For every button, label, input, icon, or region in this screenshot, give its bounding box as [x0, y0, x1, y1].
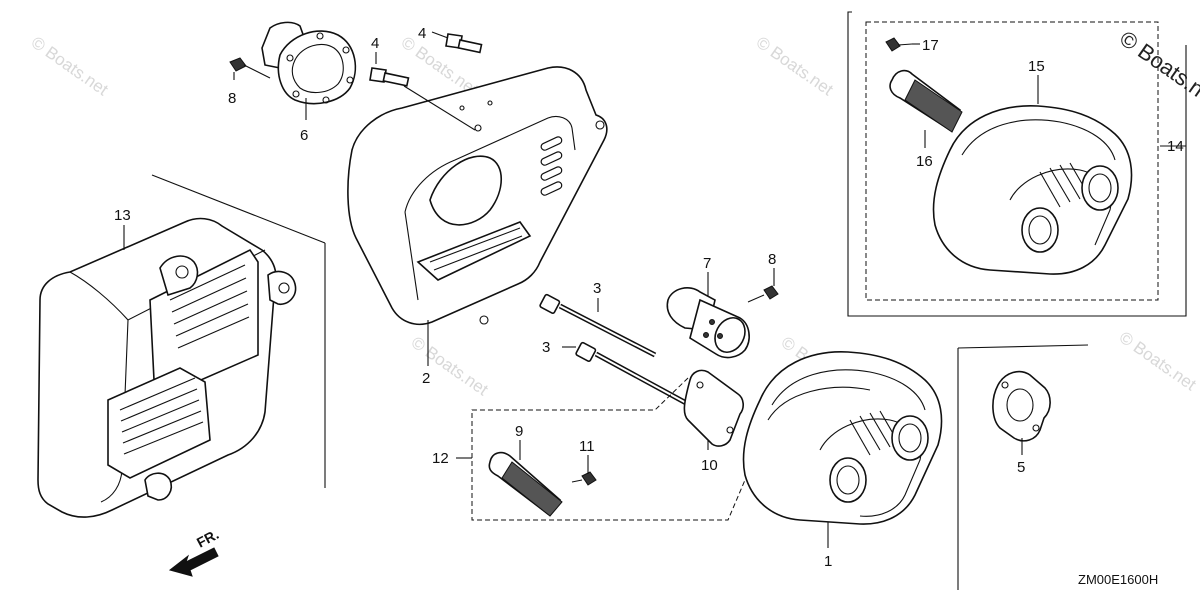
diagram-code: ZM00E1600H: [1078, 572, 1158, 587]
kit-14-frame: [847, 11, 1187, 317]
kit-12-frame: [471, 377, 746, 521]
protector-vent-slots: [169, 264, 250, 349]
callout-11: 11: [579, 438, 595, 455]
callout-15: 15: [1028, 58, 1045, 75]
part-6-plate: [261, 21, 357, 105]
callout-7: 7: [703, 255, 711, 272]
watermark-text: © Boats.net: [753, 33, 837, 100]
callout-4: 4: [418, 25, 426, 42]
part-9-spark-arrester: [488, 451, 563, 517]
part-3-long-bolt-lower: [575, 341, 690, 407]
part-7-exhaust-pipe: [666, 287, 750, 359]
callout-9: 9: [515, 423, 523, 440]
watermark-text: © Boats.net: [1116, 328, 1200, 395]
watermark-text: © Boats.net: [28, 33, 112, 100]
part-4-bolt-left: [369, 67, 410, 87]
part-17-screw: [885, 37, 913, 52]
callout-16: 16: [916, 153, 933, 170]
callout-10: 10: [701, 457, 718, 474]
front-arrow-icon: [168, 547, 219, 577]
callout-13: 13: [114, 207, 131, 224]
part-8-screw-top: [229, 57, 271, 79]
part-4-bolt-top: [445, 33, 483, 54]
front-label: FR.: [194, 526, 221, 551]
front-direction-marker: FR.: [168, 526, 221, 577]
callout-4: 4: [371, 35, 379, 52]
callout-14: 14: [1167, 138, 1184, 155]
callout-8: 8: [768, 251, 776, 268]
callout-3: 3: [593, 280, 601, 297]
part-16-spark-arrester: [889, 69, 963, 133]
callout-1: 1: [824, 553, 832, 570]
protector-lower-slots: [119, 377, 204, 455]
callout-6: 6: [300, 127, 308, 144]
part-2-muffler-cover: [347, 66, 608, 326]
leader-lines: [123, 31, 1186, 548]
part-15-muffler: [932, 105, 1133, 275]
part-5-gasket: [957, 344, 1089, 590]
callout-17: 17: [922, 37, 939, 54]
callout-numbers: 8 6 4 4 13 2 3 3 7 8 10 9 11 12 1 5 15 1…: [114, 25, 1184, 570]
part-13-muffler-protector: [37, 174, 326, 518]
callout-5: 5: [1017, 459, 1025, 476]
part-11-screw: [571, 471, 597, 486]
callout-2: 2: [422, 370, 430, 387]
cover-vent-slots: [540, 136, 563, 196]
part-8-screw-mid: [747, 285, 779, 303]
callout-3: 3: [542, 339, 550, 356]
part-10-gasket: [683, 369, 744, 447]
callout-8: 8: [228, 90, 236, 107]
part-1-muffler: [742, 351, 943, 525]
watermark-text: © Boats.net: [408, 333, 492, 400]
part-3-long-bolt-upper: [539, 293, 657, 358]
callout-12: 12: [432, 450, 449, 467]
